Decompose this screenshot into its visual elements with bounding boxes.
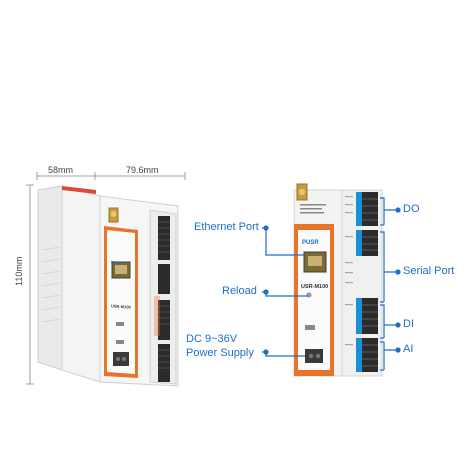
do-callout: DO xyxy=(403,203,420,215)
left-brand-logo: PUSR xyxy=(111,259,123,266)
serial-port-callout: Serial Port xyxy=(403,265,455,277)
power-callout-line1: DC 9~36V xyxy=(186,333,238,345)
width-dimension-label: 58mm xyxy=(48,165,74,175)
model-label: USR-M100 xyxy=(301,284,329,290)
ethernet-port-callout: Ethernet Port xyxy=(194,221,259,233)
right-device xyxy=(293,183,383,377)
left-device xyxy=(37,185,179,387)
brand-logo: PUSR xyxy=(302,240,319,246)
power-callout-line2: Power Supply xyxy=(186,347,254,359)
di-callout: DI xyxy=(403,318,414,330)
depth-dimension-label: 79.6mm xyxy=(126,165,159,175)
ai-callout: AI xyxy=(403,343,414,355)
reload-callout: Reload xyxy=(222,285,257,297)
